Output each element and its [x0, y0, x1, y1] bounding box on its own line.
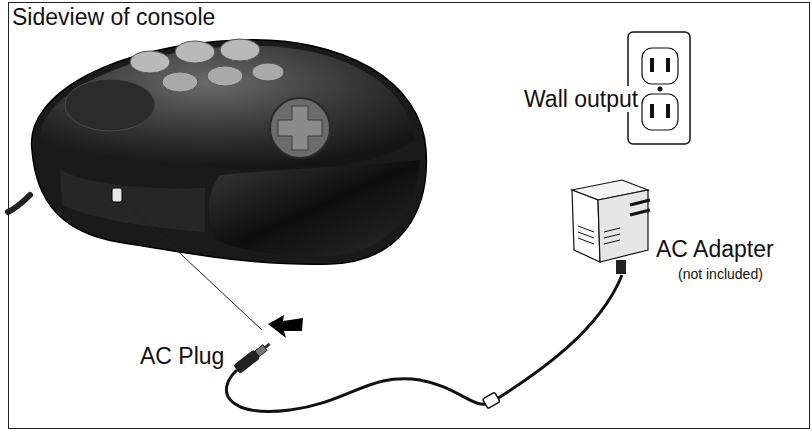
console-button	[252, 63, 284, 81]
socket-slot	[650, 104, 654, 118]
console-button	[207, 66, 243, 86]
console-dpad	[270, 98, 330, 158]
console-cable	[8, 195, 30, 212]
adapter-prong	[630, 210, 650, 215]
adapter-front	[572, 190, 600, 262]
console-dpad-cross	[278, 106, 322, 150]
adapter-rib	[604, 240, 620, 244]
outlet-socket	[642, 94, 678, 130]
frame-border	[9, 3, 810, 429]
figure-label: Sideview of console	[10, 4, 217, 30]
console-button	[220, 39, 260, 61]
leader-line	[123, 200, 262, 330]
console-controller	[8, 39, 426, 264]
adapter-rib	[604, 234, 620, 238]
console-button	[162, 72, 198, 92]
adapter-rib	[604, 228, 620, 232]
ac-adapter	[572, 180, 650, 274]
console-side-panel	[209, 160, 420, 256]
outlet-socket	[642, 48, 678, 84]
adapter-prong	[630, 200, 650, 205]
adapter-rib	[578, 232, 594, 238]
direction-arrow	[268, 315, 303, 338]
ferrite-core	[482, 392, 500, 409]
adapter-rib	[578, 238, 594, 244]
power-jack	[112, 188, 122, 202]
adapter-side	[598, 190, 648, 262]
plug-tip	[264, 343, 271, 349]
cord-strain-relief	[616, 260, 626, 274]
figure-label: Wall output	[522, 86, 640, 112]
console-top	[40, 46, 414, 170]
power-cord	[226, 275, 622, 411]
console-body	[32, 40, 427, 264]
socket-slot	[650, 58, 654, 72]
adapter-rib	[578, 226, 594, 232]
socket-slot	[666, 104, 670, 118]
figure-label: AC Adapter	[654, 236, 776, 262]
figure-label: (not included)	[676, 266, 765, 282]
console-button	[130, 51, 170, 73]
console-recess	[65, 79, 155, 131]
socket-slot	[666, 58, 670, 72]
plate-screw	[658, 87, 663, 92]
console-side	[60, 170, 205, 232]
ac-plug	[233, 340, 273, 375]
figure-label: AC Plug	[138, 343, 226, 369]
console-button	[175, 41, 215, 63]
